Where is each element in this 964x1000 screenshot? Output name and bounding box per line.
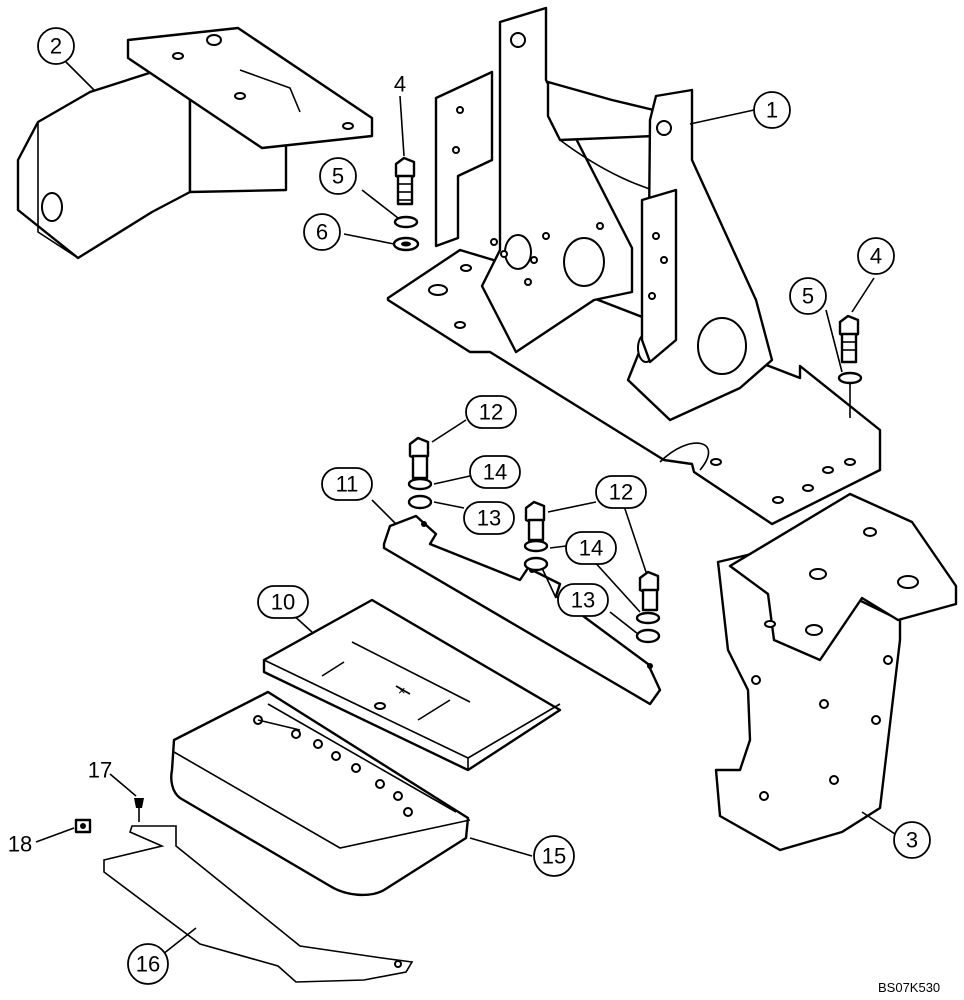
part-16-spring-strap [103,825,414,983]
clip-nut-18 [74,818,92,834]
bolt-12-right [638,570,660,612]
callout-6-circle [303,213,341,251]
washer-13-right [635,628,661,644]
callout-14-lower: 14 [579,536,603,561]
washer-14-right [635,611,661,625]
nut-6-left [392,236,420,252]
callout-12-lower: 12 [609,480,633,505]
bolt-4-right [838,314,860,364]
callout-2: 2 [50,34,62,59]
callout-14-lower-box [565,531,617,565]
callout-13-upper: 13 [477,506,501,531]
part-1-main-frame [386,6,882,526]
callout-6: 6 [316,220,328,245]
callout-13-upper-box [463,501,515,535]
callout-10-box [257,585,309,619]
callout-15: 15 [542,844,566,869]
callouts: 2 1 4 5 6 4 5 12 14 11 13 12 14 13 10 15… [8,27,931,985]
callout-5-left-circle [319,157,357,195]
callout-5-left: 5 [332,164,344,189]
callout-5-right-circle [789,277,827,315]
callout-5-right: 5 [802,284,814,309]
part-11-support-plate [382,514,662,706]
bolt-12-upper [408,436,430,480]
callout-4-right: 4 [870,244,882,269]
figure-code: BS07K530 [878,980,940,995]
screw-17 [134,798,144,822]
callout-4-right-circle [857,237,895,275]
callout-13-lower: 13 [571,588,595,613]
callout-15-circle [533,835,575,877]
callout-18: 18 [8,832,32,857]
washer-5-right [837,371,863,385]
callout-11: 11 [336,472,359,497]
part-2-side-shield [16,26,374,260]
callout-11-box [321,467,373,501]
callout-13-lower-box [557,583,609,617]
callout-2-circle [37,27,75,65]
callout-1-circle [753,91,791,129]
callout-3: 3 [906,828,918,853]
callout-10: 10 [271,590,295,615]
callout-12-lower-box [595,475,647,509]
callout-16: 16 [136,952,160,977]
callout-12-upper-box [465,395,517,429]
washer-13-middle [523,556,549,572]
part-3-mount-bracket [714,492,958,852]
leader-lines [35,59,899,959]
bolt-4-left [394,156,416,206]
washer-14-middle [523,539,549,553]
callout-17: 17 [88,758,112,783]
callout-3-circle [893,821,931,859]
callout-4-left: 4 [394,72,406,97]
part-10-floor-mat: × [262,598,562,772]
callout-14-upper: 14 [483,460,507,485]
washer-5-left [393,215,419,229]
mat-center-mark: × [398,683,406,698]
callout-1: 1 [766,98,778,123]
bolt-12-middle [524,500,546,542]
callout-12-upper: 12 [479,400,503,425]
washer-14-upper [407,477,433,491]
part-15-pedal-pad [170,690,471,897]
washer-13-upper [407,494,433,510]
callout-16-circle [127,943,169,985]
callout-14-upper-box [469,455,521,489]
